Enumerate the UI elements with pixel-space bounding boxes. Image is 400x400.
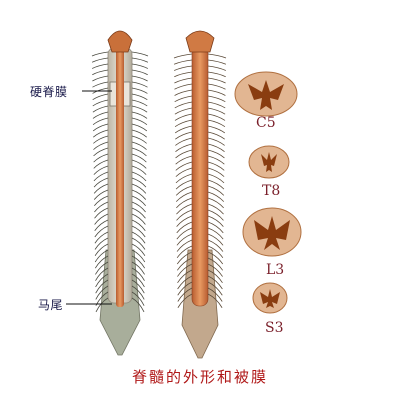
brainstem-right (185, 30, 215, 53)
label-section-c5: C5 (256, 115, 276, 131)
spinal-cord-left (116, 42, 124, 307)
cross-section-t8 (248, 145, 290, 179)
cross-section-l3 (242, 207, 302, 257)
spinal-nerves-left (91, 51, 149, 313)
spinal-cord-right (191, 43, 209, 307)
cross-section-c5 (234, 71, 298, 117)
label-section-t8: T8 (262, 183, 281, 199)
spinal-cord-exposed (173, 30, 227, 359)
label-cauda-equina: 马尾 (38, 298, 64, 312)
label-dura-mater: 硬脊膜 (30, 85, 68, 99)
spinal-cord-with-dura (91, 30, 149, 356)
label-section-s3: S3 (265, 320, 284, 336)
label-section-l3: L3 (266, 262, 285, 278)
cross-section-s3 (252, 282, 288, 314)
brainstem-left (107, 30, 133, 53)
figure-caption: 脊髓的外形和被膜 (131, 368, 268, 386)
spinal-nerves-right (173, 53, 227, 308)
